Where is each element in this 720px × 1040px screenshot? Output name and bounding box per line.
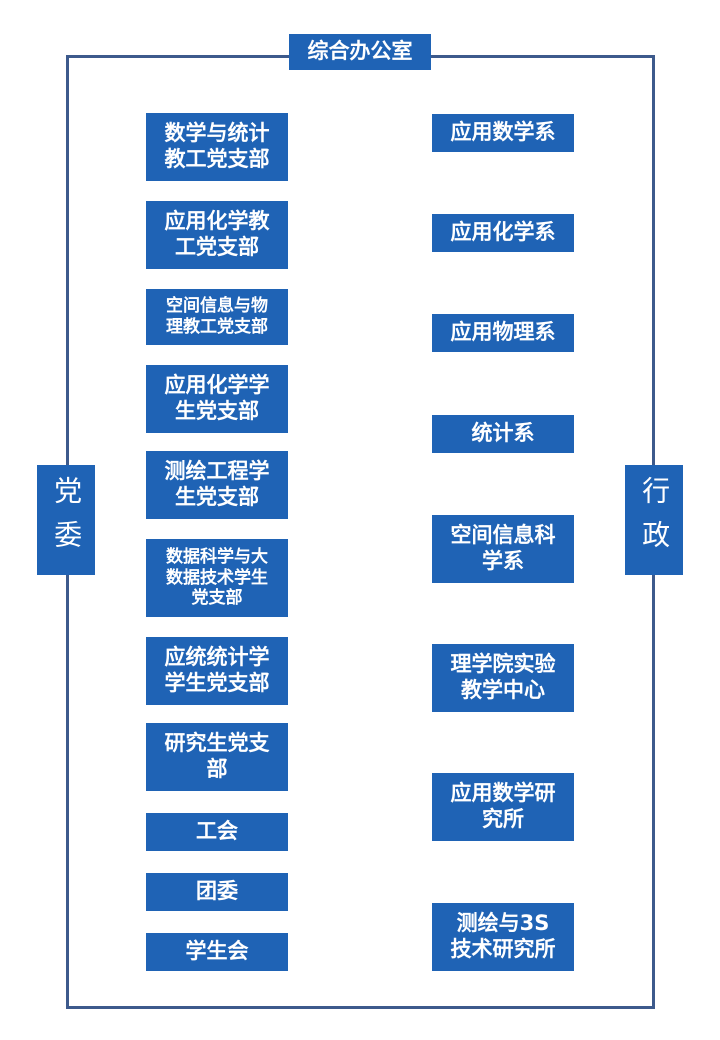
left-unit-box: 数学与统计 教工党支部: [146, 113, 288, 181]
left-unit-box: 测绘工程学 生党支部: [146, 451, 288, 519]
left-unit-box: 数据科学与大 数据技术学生 党支部: [146, 539, 288, 617]
left-unit-box: 应用化学学 生党支部: [146, 365, 288, 433]
right-unit-box: 应用数学研 究所: [432, 773, 574, 841]
right-unit-box: 应用数学系: [432, 114, 574, 152]
left-unit-box: 研究生党支 部: [146, 723, 288, 791]
right-unit-box: 统计系: [432, 415, 574, 453]
left-unit-box: 空间信息与物 理教工党支部: [146, 289, 288, 345]
right-unit-box: 测绘与3S 技术研究所: [432, 903, 574, 971]
right-unit-box: 理学院实验 教学中心: [432, 644, 574, 712]
right-unit-box: 应用物理系: [432, 314, 574, 352]
left-unit-box: 学生会: [146, 933, 288, 971]
left-unit-box: 工会: [146, 813, 288, 851]
right-unit-box: 空间信息科 学系: [432, 515, 574, 583]
left-unit-box: 应用化学教 工党支部: [146, 201, 288, 269]
left-unit-box: 应统统计学 学生党支部: [146, 637, 288, 705]
right-unit-box: 应用化学系: [432, 214, 574, 252]
left-side-label: 党委: [37, 465, 95, 575]
left-unit-box: 团委: [146, 873, 288, 911]
right-side-label: 行政: [625, 465, 683, 575]
top-unit-box: 综合办公室: [289, 34, 431, 70]
